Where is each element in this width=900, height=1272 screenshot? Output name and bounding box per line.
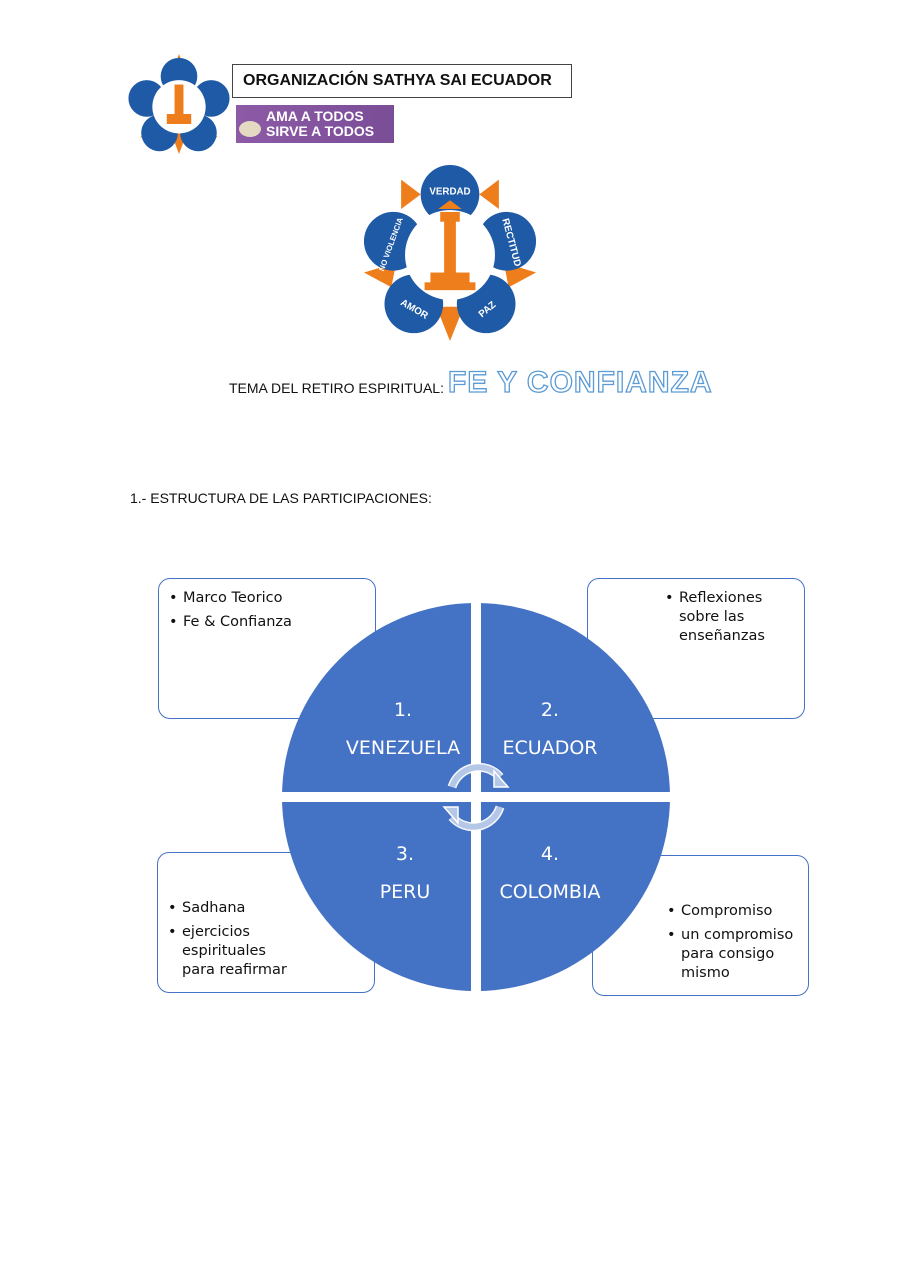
note-item: ejercicios espirituales para reafirmar [166, 923, 292, 980]
banner-line-2: SIRVE A TODOS [266, 123, 375, 139]
note-item: Reflexiones sobre las enseñanzas [663, 589, 794, 646]
note-item: un compromiso para consigo mismo [665, 926, 800, 983]
quadrant-country: VENEZUELA [345, 737, 461, 759]
organization-name-box: ORGANIZACIÓN SATHYA SAI ECUADOR [232, 64, 572, 98]
logo-word-verdad: VERDAD [429, 186, 470, 197]
quadrant-peru: 3. PERU [350, 835, 460, 911]
quadrant-number: 1. [393, 699, 413, 721]
sathya-sai-logo: VERDAD RECTITUD PAZ AMOR NO VIOLENCIA [363, 165, 537, 341]
quadrant-venezuela: 1. VENEZUELA [336, 691, 470, 767]
quadrant-number: 4. [540, 843, 560, 865]
note-item: Compromiso [665, 902, 800, 921]
note-item: Fe & Confianza [167, 613, 367, 632]
quadrant-colombia: 4. COLOMBIA [488, 835, 612, 911]
note-item: Sadhana [166, 899, 366, 918]
quadrant-country: COLOMBIA [499, 881, 601, 903]
note-item: Marco Teorico [167, 589, 367, 608]
quadrant-number: 3. [395, 843, 415, 865]
sathya-sai-logo-small [128, 54, 230, 154]
quadrant-country: PERU [379, 881, 431, 903]
quadrant-number: 2. [540, 699, 560, 721]
quadrant-country: ECUADOR [502, 737, 598, 759]
banner-leaf-image [239, 121, 261, 137]
theme-label: TEMA DEL RETIRO ESPIRITUAL: [229, 380, 444, 396]
section-heading: 1.- ESTRUCTURA DE LAS PARTICIPACIONES: [130, 490, 432, 506]
banner-line-1: AMA A TODOS [266, 108, 364, 124]
participation-cycle-diagram [280, 601, 672, 993]
note-box-peru: Sadhana ejercicios espirituales para rea… [157, 852, 375, 993]
theme-title: FE Y CONFIANZA [447, 365, 713, 399]
quadrant-ecuador: 2. ECUADOR [488, 691, 612, 767]
ama-a-todos-banner: AMA A TODOS SIRVE A TODOS [236, 105, 394, 143]
